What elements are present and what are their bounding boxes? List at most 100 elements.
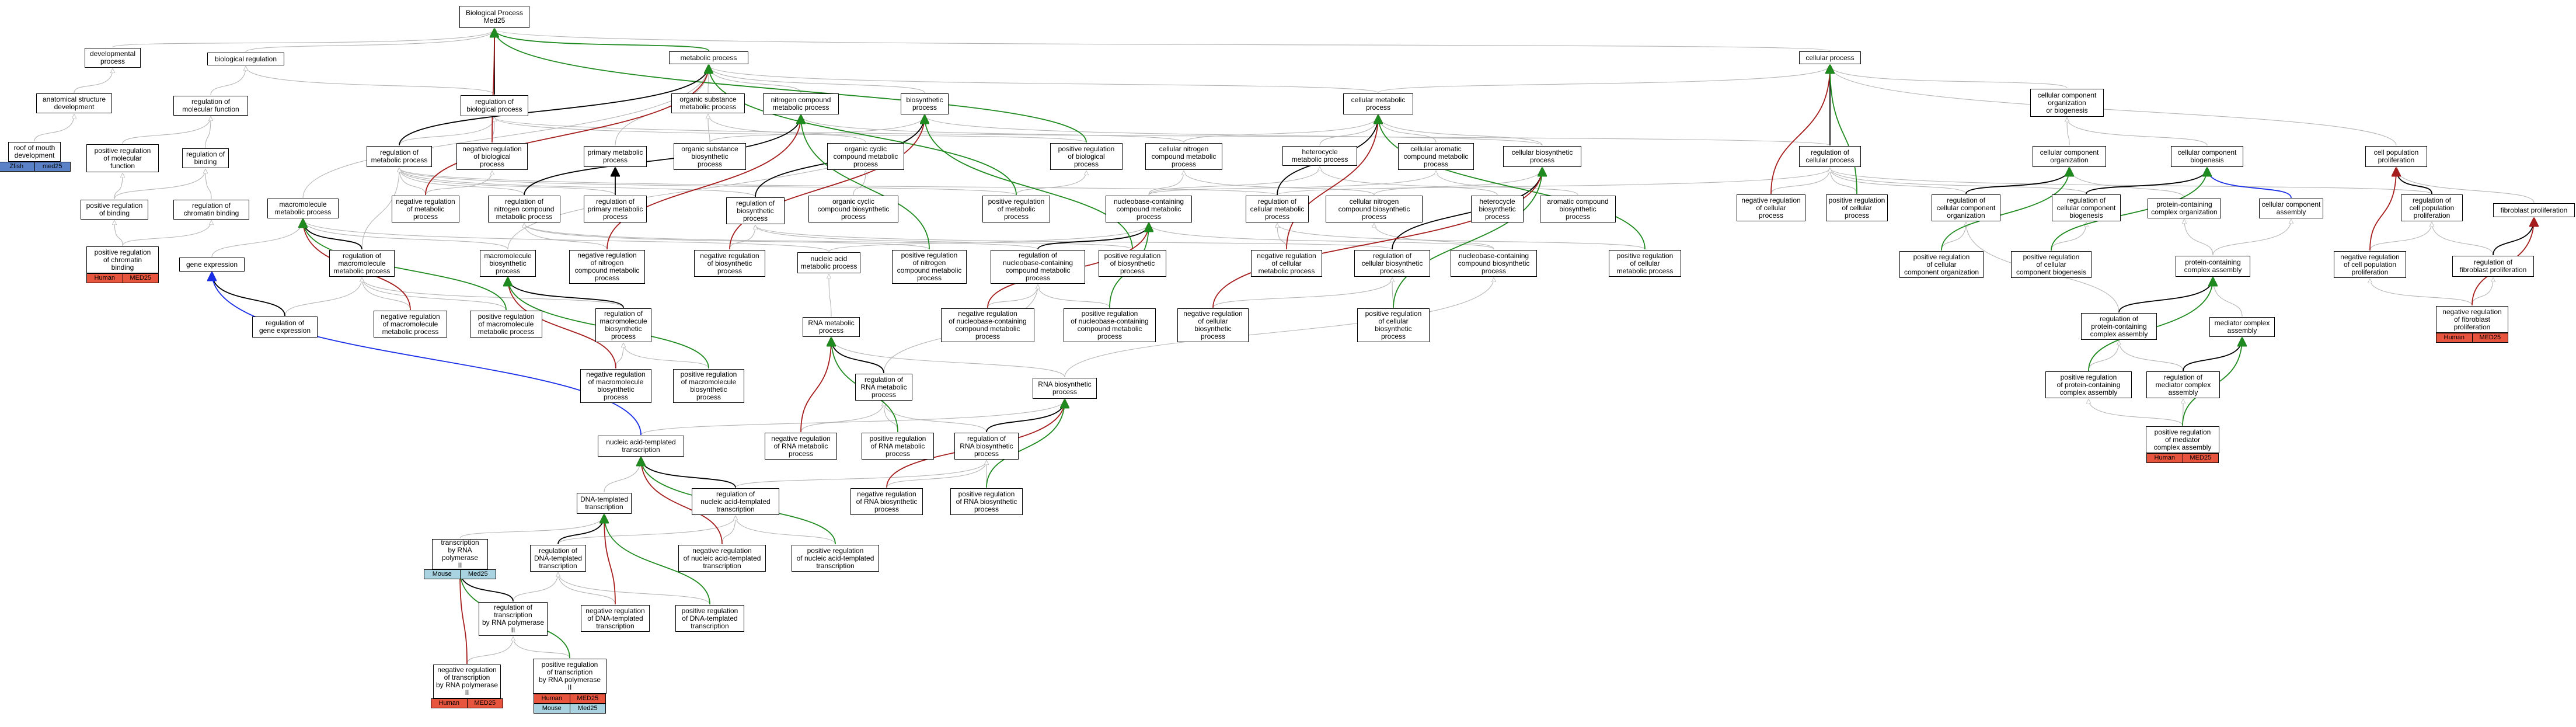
- go-term-node-posregmacrobiosyn[interactable]: positive regulation of macromolecule bio…: [673, 369, 744, 403]
- go-term-node-regprim[interactable]: regulation of primary metabolic process: [584, 196, 647, 222]
- go-term-node-negregcellpop[interactable]: negative regulation of cell population p…: [2334, 251, 2406, 278]
- go-term-node-regcellbiosyn[interactable]: regulation of cellular biosynthetic proc…: [1354, 250, 1430, 277]
- go-term-node-regbio[interactable]: regulation of biological process: [461, 95, 528, 116]
- go-term-node-negregfibro[interactable]: negative regulation of fibroblast prolif…: [2436, 306, 2508, 333]
- go-term-node-dnatx[interactable]: DNA-templated transcription: [577, 493, 632, 514]
- go-term-node-arombiosyn[interactable]: aromatic compound biosynthetic process: [1540, 196, 1616, 222]
- go-term-node-nucacidmetab[interactable]: nucleic acid metabolic process: [797, 252, 860, 273]
- go-term-node-orgcycbiosyn[interactable]: organic cyclic compound biosynthetic pro…: [808, 196, 898, 222]
- go-term-node-cellbiosyn[interactable]: cellular biosynthetic process: [1503, 146, 1581, 167]
- go-term-node-txpol2[interactable]: transcription by RNA polymerase II: [432, 539, 488, 569]
- go-term-node-regmacrometab[interactable]: regulation of macromolecule metabolic pr…: [329, 250, 395, 277]
- go-term-node-regcellproc[interactable]: regulation of cellular process: [1799, 146, 1861, 167]
- go-term-node-regrnabiosyn[interactable]: regulation of RNA biosynthetic process: [954, 433, 1019, 460]
- go-term-node-orgcyc[interactable]: organic cyclic compound metabolic proces…: [827, 143, 904, 170]
- go-term-node-anat[interactable]: anatomical structure development: [36, 93, 112, 113]
- go-term-node-negregrnabiosyn[interactable]: negative regulation of RNA biosynthetic …: [850, 488, 923, 515]
- go-term-node-cellarom[interactable]: cellular aromatic compound metabolic pro…: [1398, 143, 1474, 170]
- go-term-node-regnitro[interactable]: regulation of nitrogen compound metaboli…: [488, 196, 560, 222]
- go-term-node-posregdnatx[interactable]: positive regulation of DNA-templated tra…: [675, 605, 744, 632]
- go-term-node-regmedcomplex[interactable]: regulation of mediator complex assembly: [2146, 371, 2220, 398]
- go-term-node-negregcellproc[interactable]: negative regulation of cellular process: [1737, 194, 1805, 221]
- go-term-node-macrobiosyn[interactable]: macromolecule biosynthetic process: [480, 250, 536, 277]
- go-term-node-posregrnabiosyn[interactable]: positive regulation of RNA biosynthetic …: [950, 488, 1023, 515]
- gene-label[interactable]: MED25: [474, 700, 496, 707]
- go-term-node-cellproc[interactable]: cellular process: [1799, 51, 1861, 64]
- go-term-node-negregmetab[interactable]: negative regulation of metabolic process: [392, 196, 459, 222]
- gene-label[interactable]: MED25: [577, 695, 599, 702]
- go-term-node-protcomplexorg[interactable]: protein-containing complex organization: [2148, 199, 2221, 218]
- go-term-node-cellmetab[interactable]: cellular metabolic process: [1343, 93, 1413, 114]
- go-term-node-negregnucmetab[interactable]: negative regulation of nucleobase-contai…: [941, 308, 1034, 342]
- go-term-node-posregbio[interactable]: positive regulation of biological proces…: [1050, 143, 1123, 170]
- go-term-node-medcomplex[interactable]: mediator complex assembly: [2209, 317, 2275, 337]
- go-term-node-negregnitro[interactable]: negative regulation of nitrogen compound…: [569, 250, 645, 284]
- go-term-node-bioreg[interactable]: biological regulation: [207, 53, 284, 65]
- go-term-node-posregccbiogen[interactable]: positive regulation of cellular componen…: [2011, 251, 2092, 278]
- go-term-node-geneexp[interactable]: gene expression: [179, 258, 245, 272]
- go-term-node-devproc[interactable]: developmental process: [85, 48, 141, 68]
- go-term-node-regbind[interactable]: regulation of binding: [182, 148, 229, 168]
- go-term-node-regprotcomplex[interactable]: regulation of protein-containing complex…: [2081, 313, 2157, 340]
- gene-label[interactable]: Med25: [468, 571, 488, 578]
- go-term-node-negregcellmetab[interactable]: negative regulation of cellular metaboli…: [1251, 250, 1322, 277]
- go-term-node-biosyn[interactable]: biosynthetic process: [901, 93, 949, 114]
- go-term-node-regnucacidtx[interactable]: regulation of nucleic acid-templated tra…: [692, 488, 779, 515]
- go-term-node-orgsubbiosyn[interactable]: organic substance biosynthetic process: [674, 143, 746, 170]
- go-term-node-negregbio[interactable]: negative regulation of biological proces…: [456, 143, 528, 170]
- go-term-node-nucmetab[interactable]: nucleobase-containing compound metabolic…: [1106, 196, 1192, 222]
- go-term-node-posregprotcomplex[interactable]: positive regulation of protein-containin…: [2045, 371, 2132, 398]
- go-term-node-posregccorg[interactable]: positive regulation of cellular componen…: [1899, 251, 1984, 278]
- go-term-node-posregbind[interactable]: positive regulation of binding: [81, 200, 148, 220]
- go-term-node-posregtxpol2[interactable]: positive regulation of transcription by …: [533, 659, 606, 694]
- go-term-node-negregtxpol2[interactable]: negative regulation of transcription by …: [433, 665, 501, 698]
- go-term-node-negregnucacidtx[interactable]: negative regulation of nucleic acid-temp…: [678, 545, 766, 572]
- go-term-node-regmacrobiosyn[interactable]: regulation of macromolecule biosynthetic…: [595, 308, 651, 342]
- go-term-node-protcomplexassembly[interactable]: protein-containing complex assembly: [2176, 256, 2250, 277]
- gene-label[interactable]: med25: [42, 163, 62, 170]
- go-term-node-metab[interactable]: metabolic process: [669, 51, 748, 64]
- go-term-node-nucacidtx[interactable]: nucleic acid-templated transcription: [598, 436, 684, 457]
- go-term-node-cellnitrobiosyn[interactable]: cellular nitrogen compound biosynthetic …: [1326, 196, 1423, 222]
- go-term-node-posregcellbiosyn[interactable]: positive regulation of cellular biosynth…: [1357, 308, 1430, 342]
- go-term-node-regmolfun[interactable]: regulation of molecular function: [173, 96, 248, 116]
- go-term-node-regrnametab[interactable]: regulation of RNA metabolic process: [855, 374, 912, 401]
- go-term-node-negregrnametab[interactable]: negative regulation of RNA metabolic pro…: [765, 433, 837, 460]
- go-term-node-rnametab[interactable]: RNA metabolic process: [803, 317, 860, 337]
- go-term-node-macrometab[interactable]: macromolecule metabolic process: [267, 199, 339, 218]
- go-term-node-roof[interactable]: roof of mouth development: [8, 142, 61, 162]
- go-term-node-negregmacrometab[interactable]: negative regulation of macromolecule met…: [374, 311, 447, 338]
- go-term-node-nitro[interactable]: nitrogen compound metabolic process: [763, 93, 839, 114]
- go-term-node-negregbiosyn[interactable]: negative regulation of biosynthetic proc…: [694, 250, 765, 277]
- go-term-node-reggeneexp[interactable]: regulation of gene expression: [252, 316, 318, 338]
- gene-label[interactable]: MED25: [2479, 334, 2501, 341]
- go-term-node-posregnucacidtx[interactable]: positive regulation of nucleic acid-temp…: [792, 545, 879, 572]
- go-term-node-posregcellmetab[interactable]: positive regulation of cellular metaboli…: [1609, 250, 1681, 277]
- go-term-node-posregnucmetab[interactable]: positive regulation of nucleobase-contai…: [1064, 308, 1156, 342]
- go-term-node-posregchrom[interactable]: positive regulation of chromatin binding: [86, 246, 159, 273]
- gene-label[interactable]: MED25: [2190, 454, 2212, 461]
- go-term-node-negregmacrobiosyn[interactable]: negative regulation of macromolecule bio…: [580, 369, 651, 403]
- go-term-node-regchrom[interactable]: regulation of chromatin binding: [173, 200, 249, 220]
- go-term-node-regcellpop[interactable]: regulation of cell population proliferat…: [2401, 194, 2463, 221]
- go-term-node-posregcellproc[interactable]: positive regulation of cellular process: [1826, 194, 1888, 221]
- go-term-node-regcellmetab[interactable]: regulation of cellular metabolic process: [1246, 196, 1309, 222]
- go-term-node-ccbiogen[interactable]: cellular component biogenesis: [2171, 146, 2243, 167]
- go-term-node-regnucmetab[interactable]: regulation of nucleobase-containing comp…: [991, 250, 1085, 284]
- go-term-node-primmetab[interactable]: primary metabolic process: [584, 146, 647, 167]
- go-term-node-posregmolfun[interactable]: positive regulation of molecular functio…: [86, 144, 159, 172]
- go-term-node-posregnitro[interactable]: positive regulation of nitrogen compound…: [892, 250, 967, 284]
- go-term-node-rnabiosyn[interactable]: RNA biosynthetic process: [1033, 378, 1097, 399]
- gene-label[interactable]: Med25: [577, 705, 598, 712]
- go-term-node-posregmacrometab[interactable]: positive regulation of macromolecule met…: [470, 311, 542, 338]
- go-term-node-cellnitro[interactable]: cellular nitrogen compound metabolic pro…: [1145, 143, 1222, 170]
- go-term-node-cellpopprolif[interactable]: cell population proliferation: [2365, 146, 2427, 167]
- go-term-node-regmetab[interactable]: regulation of metabolic process: [367, 146, 432, 167]
- go-term-node-posregmedcomplex[interactable]: positive regulation of mediator complex …: [2146, 426, 2219, 453]
- go-term-node-regdnatx[interactable]: regulation of DNA-templated transcriptio…: [530, 545, 586, 572]
- go-term-node-ccorg2[interactable]: cellular component organization: [2033, 146, 2106, 167]
- go-term-node-ccassembly[interactable]: cellular component assembly: [2259, 199, 2323, 218]
- go-term-node-regtxpol2[interactable]: regulation of transcription by RNA polym…: [479, 602, 548, 636]
- go-term-node-regbiosyn[interactable]: regulation of biosynthetic process: [726, 197, 785, 224]
- go-term-node-nucbiosyn[interactable]: nucleobase-containing compound biosynthe…: [1451, 250, 1537, 277]
